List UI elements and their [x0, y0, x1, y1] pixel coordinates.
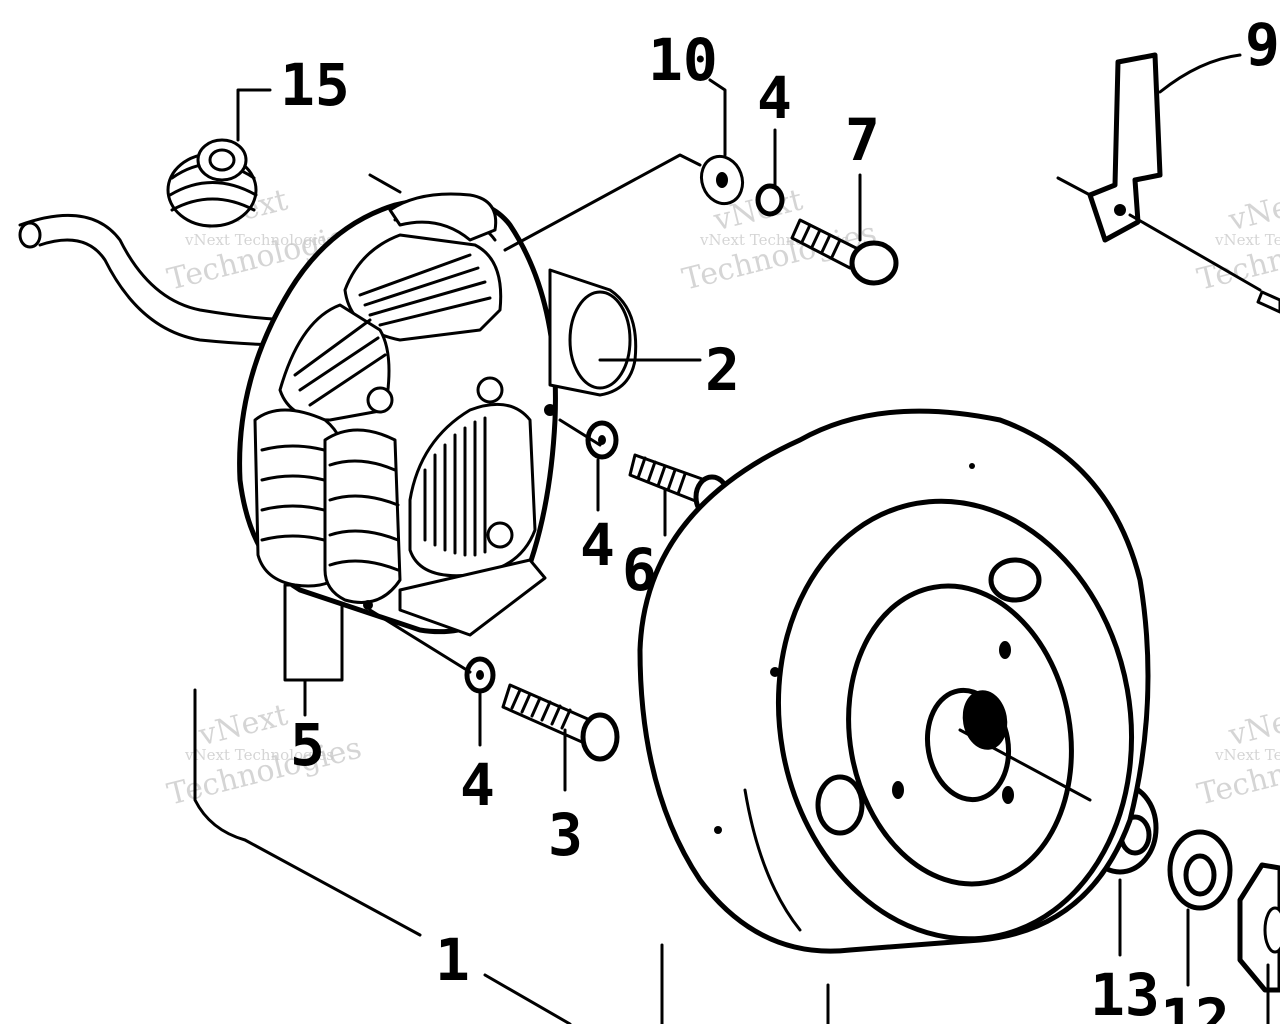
callout-4-bottom: 4	[460, 751, 495, 819]
grommet-part	[166, 138, 258, 228]
watermark-caption: vNext Technologies	[1214, 231, 1280, 249]
callout-6: 6	[622, 536, 657, 604]
callout-4-top: 4	[757, 64, 792, 132]
watermark-caption: vNext Technologies	[184, 746, 334, 764]
callout-13: 13	[1090, 961, 1160, 1024]
wire-cable	[18, 213, 302, 347]
watermark-caption: vNext Technologies	[1214, 746, 1280, 764]
stator-plate-assembly	[237, 192, 638, 637]
leader-lines	[193, 53, 1270, 1024]
callout-12: 12	[1160, 986, 1230, 1024]
flywheel-part	[637, 408, 1151, 954]
callout-4-middle: 4	[580, 511, 615, 579]
callout-labels: 1 2 3 4 4 4 5 6 7 9 10 12 13 15	[280, 11, 1280, 1024]
callout-15: 15	[280, 51, 350, 119]
callout-1: 1	[435, 926, 470, 994]
watermark-bottom-right: vNext vNext Technologies Technologies	[1194, 698, 1280, 813]
watermark-top-right: vNext vNext Technologies Technologies	[1194, 183, 1280, 298]
callout-7: 7	[845, 106, 880, 174]
callout-10: 10	[648, 26, 718, 94]
callout-2: 2	[705, 336, 740, 404]
callout-3: 3	[548, 801, 583, 869]
callout-5: 5	[290, 711, 325, 779]
watermark-caption: vNext Technologies	[184, 231, 334, 249]
bracket-part	[1087, 52, 1163, 243]
callout-9: 9	[1245, 11, 1280, 79]
